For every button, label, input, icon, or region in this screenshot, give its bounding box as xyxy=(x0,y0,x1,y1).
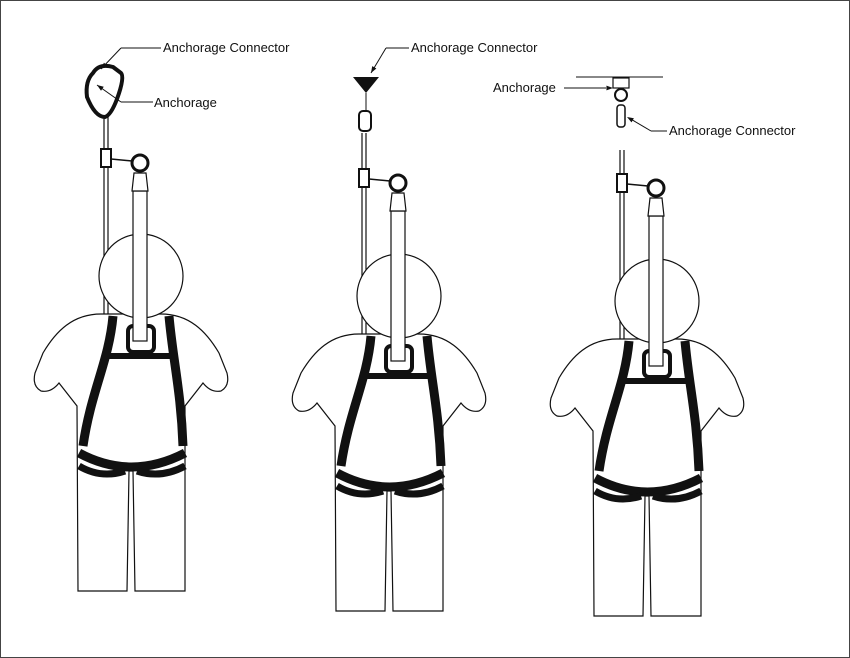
harness-leg-loop xyxy=(335,482,385,498)
harness-waist-strap xyxy=(334,468,446,492)
person-3 xyxy=(549,150,745,617)
label-anchorage-3: Anchorage xyxy=(493,80,556,95)
anchor-ring xyxy=(614,88,628,102)
carabiner-icon xyxy=(84,63,125,120)
harness-shoulder-strap xyxy=(680,340,704,472)
d-ring xyxy=(388,173,408,193)
harness-shoulder-strap xyxy=(78,315,118,447)
harness-shoulder-strap xyxy=(594,340,634,472)
harness-leg-loop xyxy=(135,462,187,478)
harness-leg-loop xyxy=(593,487,643,503)
arrowhead xyxy=(627,117,634,123)
anchor-bracket xyxy=(612,77,630,89)
harness-leg-loop xyxy=(393,482,445,498)
rope-grab xyxy=(616,173,628,193)
rope-grab xyxy=(358,168,370,188)
lanyard-end xyxy=(131,172,149,192)
d-ring xyxy=(130,153,150,173)
person-2 xyxy=(291,133,487,612)
arrowhead xyxy=(101,62,108,69)
rope-grab xyxy=(100,148,112,168)
rope-grab-link xyxy=(110,158,133,162)
harness-waist-strap xyxy=(76,448,188,472)
harness-leg-loop xyxy=(77,462,127,478)
harness-shoulder-strap xyxy=(336,335,376,467)
d-ring xyxy=(646,178,666,198)
lanyard-end xyxy=(389,192,407,212)
rope-grab-link xyxy=(368,178,391,182)
snap-hook-icon xyxy=(358,110,372,132)
lanyard-strap xyxy=(390,210,406,362)
label-anchorage-1: Anchorage xyxy=(154,95,217,110)
lanyard-end xyxy=(647,197,665,217)
label-anchorage-connector-3: Anchorage Connector xyxy=(669,123,796,138)
harness-shoulder-strap xyxy=(164,315,188,447)
arrowhead xyxy=(606,85,613,91)
beam-anchor-icon xyxy=(353,77,379,93)
arrowhead xyxy=(371,66,377,73)
lanyard-strap xyxy=(132,190,148,342)
harness-waist-strap xyxy=(592,473,704,497)
arrowhead xyxy=(97,85,104,91)
anchor-connector-icon xyxy=(616,104,626,128)
rope-grab-link xyxy=(626,183,649,187)
label-anchorage-connector-2: Anchorage Connector xyxy=(411,40,538,55)
lanyard-strap xyxy=(648,215,664,367)
harness-leg-loop xyxy=(651,487,703,503)
person-1 xyxy=(33,113,229,592)
harness-shoulder-strap xyxy=(422,335,446,467)
label-anchorage-connector-1: Anchorage Connector xyxy=(163,40,290,55)
